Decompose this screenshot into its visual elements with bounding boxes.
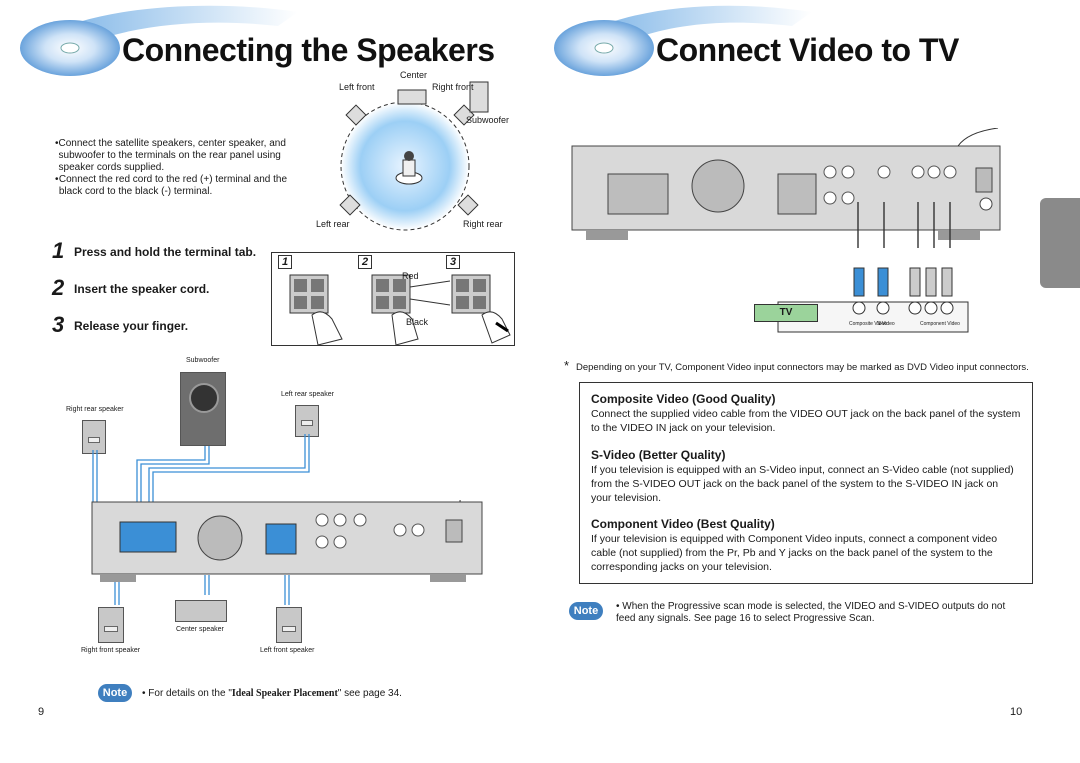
jack-label-component: Component Video — [920, 321, 960, 327]
note-suffix: " see page 34. — [337, 688, 402, 699]
panel-number: 2 — [358, 255, 372, 269]
section-text: If you television is equipped with an S-… — [591, 464, 1014, 504]
label-subwoofer: Subwoofer — [186, 357, 220, 364]
speaker-placement-diagram — [339, 81, 489, 231]
label-red: Red — [402, 271, 419, 281]
receiver-back-panel — [91, 500, 483, 582]
step-number: 2 — [52, 275, 65, 300]
terminal-steps-panel: 1 2 3 Red Black — [271, 252, 515, 346]
page-number: 10 — [1010, 706, 1023, 718]
footnote-star: * — [564, 358, 570, 373]
label-left-front: Left front — [339, 82, 375, 92]
page-title: Connect Video to TV — [656, 32, 959, 68]
receiver-back-panel — [571, 128, 1001, 248]
panel-number: 1 — [278, 255, 292, 269]
bullet-text: Connect the red cord to the red (+) term… — [58, 174, 288, 197]
note-prefix: • For details on the " — [142, 688, 232, 699]
bullet-list: •Connect the satellite speakers, center … — [55, 138, 305, 198]
note-badge: Note — [98, 684, 132, 702]
section-heading: S-Video (Better Quality) — [591, 448, 726, 462]
label-right-front: Right front — [432, 82, 474, 92]
note-text: • When the Progressive scan mode is sele… — [616, 601, 1006, 624]
footnote: Depending on your TV, Component Video in… — [576, 362, 1029, 373]
jack-label-svideo: S-Video — [877, 321, 895, 327]
subwoofer-speaker — [180, 372, 226, 446]
tv-label: TV — [754, 304, 818, 322]
note-text: • For details on the "Ideal Speaker Plac… — [142, 688, 402, 699]
section-text: If your television is equipped with Comp… — [591, 533, 998, 573]
note-emphasis: Ideal Speaker Placement — [231, 688, 338, 699]
label-center-speaker: Center speaker — [176, 626, 224, 633]
section-heading: Component Video (Best Quality) — [591, 517, 775, 531]
label-left-rear-speaker: Left rear speaker — [281, 391, 334, 398]
section-heading: Composite Video (Good Quality) — [591, 392, 776, 406]
page-number: 9 — [38, 706, 45, 718]
terminal-illustration — [289, 274, 511, 346]
video-options-box: Composite Video (Good Quality) Connect t… — [579, 382, 1033, 584]
label-right-rear-speaker: Right rear speaker — [66, 406, 124, 413]
bullet-item: •Connect the satellite speakers, center … — [55, 138, 305, 174]
panel-number: 3 — [446, 255, 460, 269]
label-black: Black — [406, 317, 429, 327]
step-number: 1 — [52, 238, 65, 263]
page-title: Connecting the Speakers — [122, 32, 495, 68]
jack-label-composite: Composite Video — [849, 321, 887, 327]
note-badge: Note — [569, 602, 603, 620]
bullet-item: •Connect the red cord to the red (+) ter… — [55, 174, 305, 198]
step-text: Press and hold the terminal tab. — [74, 245, 257, 259]
label-center: Center — [400, 70, 428, 80]
left-rear-speaker — [295, 405, 319, 437]
side-tab — [1040, 198, 1080, 288]
step-number: 3 — [52, 312, 65, 337]
label-subwoofer: Subwoofer — [466, 115, 510, 125]
cd-disc-icon — [20, 5, 298, 76]
cd-disc-icon — [554, 5, 812, 76]
step-text: Release your finger. — [74, 319, 189, 333]
label-left-rear: Left rear — [316, 219, 350, 229]
label-right-rear: Right rear — [463, 219, 503, 229]
center-speaker — [175, 600, 227, 622]
bullet-text: Connect the satellite speakers, center s… — [58, 138, 286, 173]
left-front-speaker — [276, 607, 302, 643]
step-text: Insert the speaker cord. — [74, 282, 210, 296]
section-text: Connect the supplied video cable from th… — [591, 408, 1021, 434]
right-rear-speaker — [82, 420, 106, 454]
right-front-speaker — [98, 607, 124, 643]
label-left-front-speaker: Left front speaker — [260, 647, 315, 654]
label-right-front-speaker: Right front speaker — [81, 647, 141, 654]
